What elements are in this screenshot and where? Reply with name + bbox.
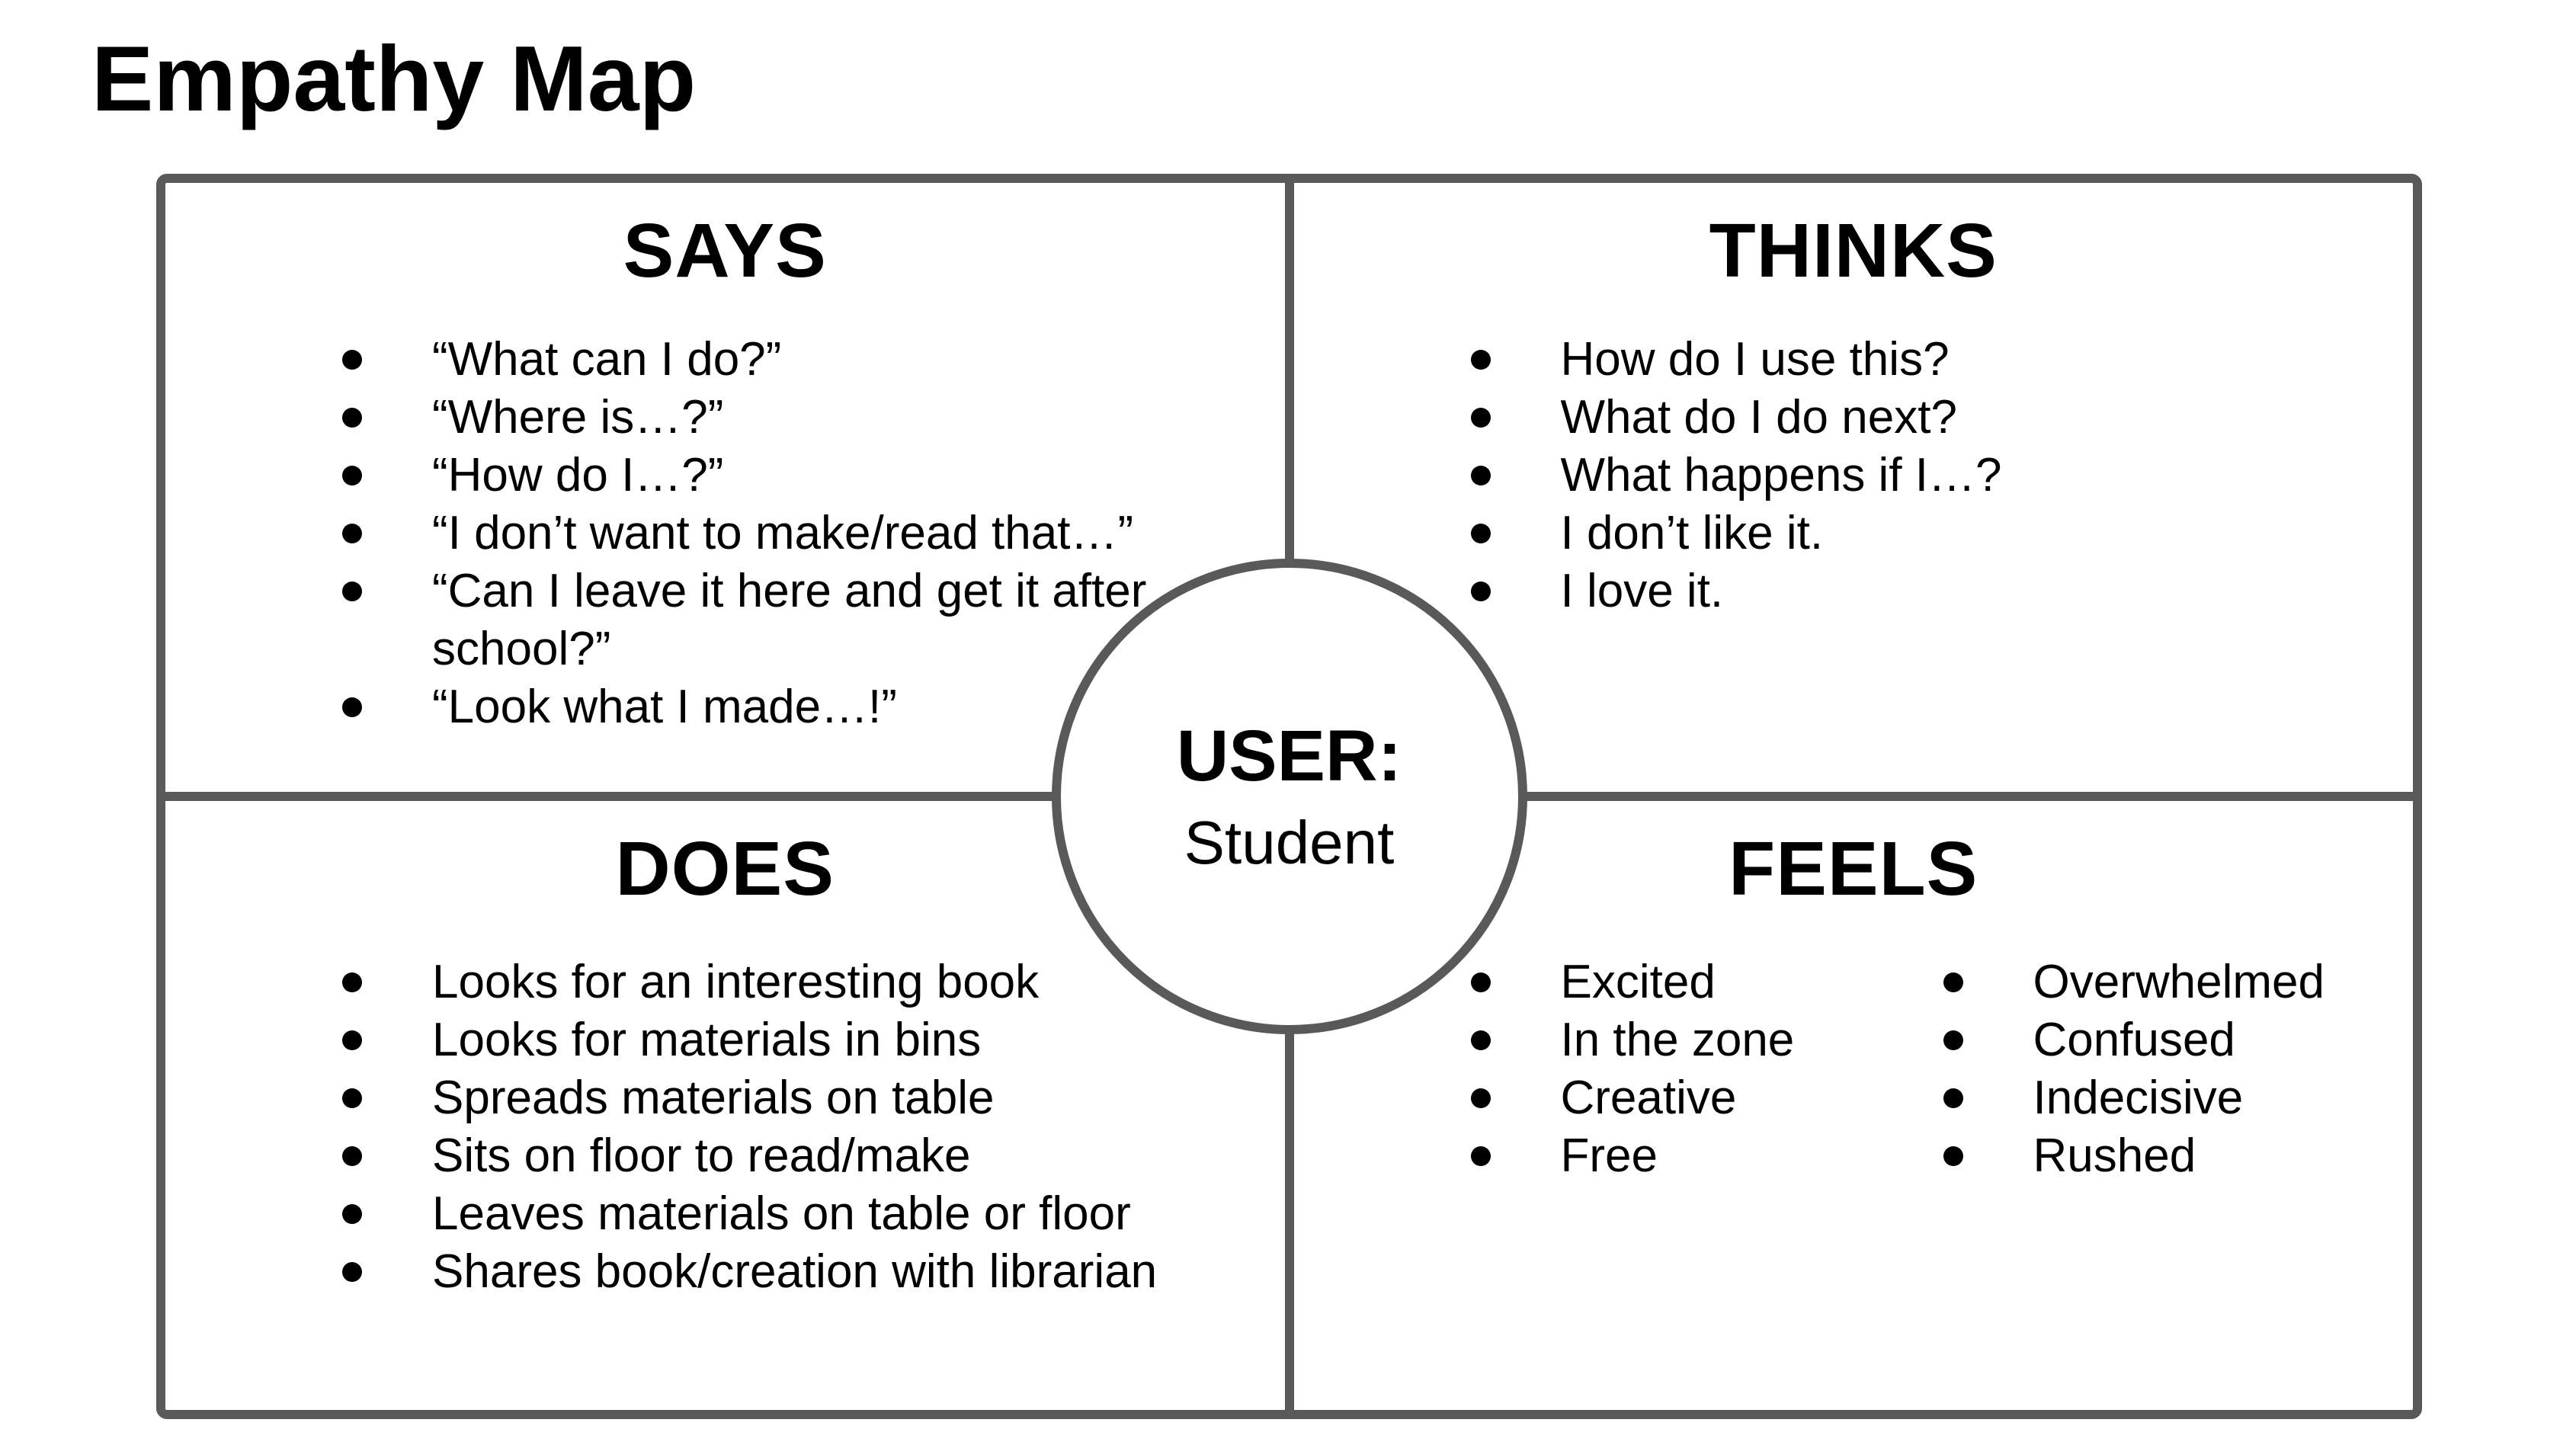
- quadrant-says: SAYS “What can I do?” “Where is…?” “How …: [165, 183, 1285, 792]
- says-list: “What can I do?” “Where is…?” “How do I……: [165, 331, 1187, 736]
- user-label: USER:: [1176, 715, 1402, 796]
- page-title: Empathy Map: [91, 27, 697, 130]
- list-item: Indecisive: [1943, 1069, 2324, 1127]
- list-item: “How do I…?”: [342, 447, 1187, 505]
- thinks-heading: THINKS: [1709, 208, 1998, 293]
- feels-columns: Excited In the zone Creative Free Overwh…: [1294, 953, 2414, 1185]
- list-item: How do I use this?: [1470, 331, 2414, 389]
- list-item: “Look what I made…!”: [342, 678, 1187, 736]
- does-heading: DOES: [615, 826, 835, 912]
- list-item: I don’t like it.: [1470, 505, 2414, 562]
- list-item: Overwhelmed: [1943, 953, 2324, 1011]
- list-item: Spreads materials on table: [342, 1069, 1285, 1127]
- says-heading: SAYS: [623, 208, 827, 293]
- does-list: Looks for an interesting book Looks for …: [165, 953, 1285, 1301]
- list-item: “Where is…?”: [342, 389, 1187, 447]
- list-item: Confused: [1943, 1011, 2324, 1069]
- list-item: In the zone: [1470, 1011, 1794, 1069]
- empathy-map-grid: SAYS “What can I do?” “Where is…?” “How …: [156, 174, 2422, 1419]
- list-item: “Can I leave it here and get it after sc…: [342, 562, 1187, 678]
- list-item: Excited: [1470, 953, 1767, 1011]
- list-item: What happens if I…?: [1470, 447, 2414, 505]
- list-item: Looks for an interesting book: [342, 953, 1285, 1011]
- quadrant-does: DOES Looks for an interesting book Looks…: [165, 801, 1285, 1410]
- thinks-list: How do I use this? What do I do next? Wh…: [1294, 331, 2414, 620]
- list-item: Free: [1470, 1127, 1767, 1185]
- list-item: “I don’t want to make/read that…”: [342, 505, 1187, 562]
- feels-column-2: Overwhelmed Confused Indecisive Rushed: [1767, 953, 2324, 1185]
- list-item: Looks for materials in bins: [342, 1011, 1285, 1069]
- quadrant-thinks: THINKS How do I use this? What do I do n…: [1294, 183, 2414, 792]
- user-value: Student: [1184, 808, 1395, 876]
- list-item: Rushed: [1943, 1127, 2324, 1185]
- quadrant-feels: FEELS Excited In the zone Creative Free …: [1294, 801, 2414, 1410]
- list-item: Sits on floor to read/make: [342, 1127, 1285, 1185]
- feels-heading: FEELS: [1729, 826, 1978, 912]
- list-item: I love it.: [1470, 562, 2414, 620]
- list-item: “What can I do?”: [342, 331, 1187, 389]
- user-circle: USER: Student: [1051, 559, 1527, 1034]
- feels-column-1: Excited In the zone Creative Free: [1294, 953, 1794, 1185]
- list-item: Shares book/creation with librarian: [342, 1243, 1285, 1301]
- list-item: Leaves materials on table or floor: [342, 1185, 1285, 1243]
- list-item: Creative: [1470, 1069, 1767, 1127]
- list-item: What do I do next?: [1470, 389, 2414, 447]
